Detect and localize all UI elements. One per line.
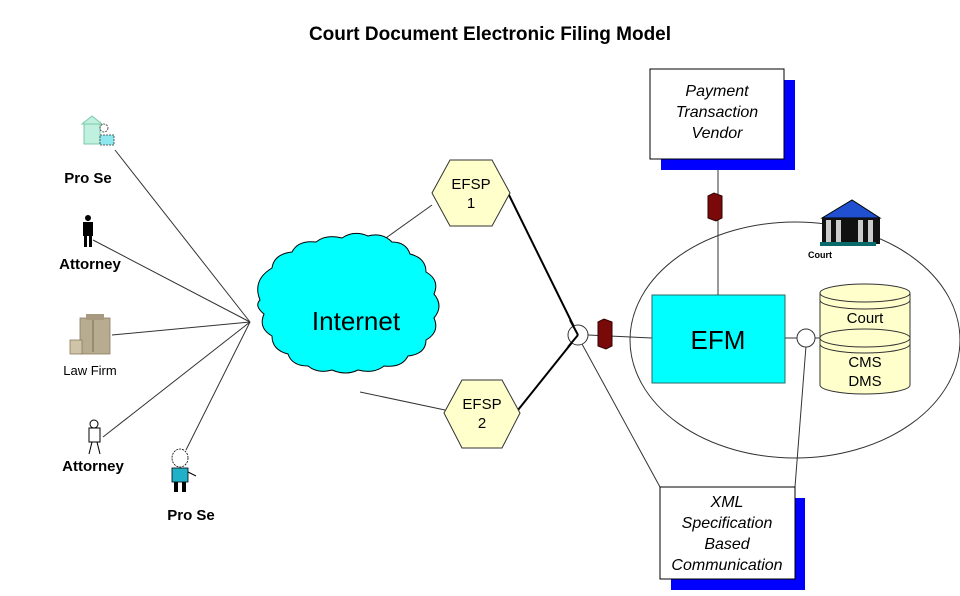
actor-label: Pro Se (167, 507, 215, 524)
icon-part (84, 236, 87, 247)
efm-rect (651, 294, 786, 384)
actor-attorney-1: Attorney (59, 215, 121, 273)
connector-attorney-1 (92, 239, 251, 323)
connector-junction-xml (581, 343, 661, 488)
icon-part (171, 448, 189, 468)
firewall-shape (707, 192, 723, 222)
office-building-icon (69, 314, 111, 355)
internet-cloud: Internet (257, 232, 440, 374)
icon-part (182, 482, 186, 492)
attorney-outline-icon (88, 419, 101, 455)
icon-part (80, 115, 104, 125)
icon-part (89, 419, 99, 429)
payment-vendor-line2: Transaction (676, 104, 759, 121)
connector-pro-se-2 (185, 321, 251, 451)
database-divider (819, 328, 911, 348)
connector-efsp1-junction (507, 192, 579, 336)
xml-box-line1: XML (710, 494, 744, 511)
actor-label: Attorney (62, 458, 124, 475)
database-junction-node (796, 328, 816, 348)
efsp-1-label-line1: EFSP (451, 176, 490, 193)
courthouse-column (868, 220, 873, 242)
icon-part (187, 471, 197, 477)
payment-vendor-line1: Payment (685, 83, 749, 100)
actor-pro-se-1: Pro Se (64, 115, 115, 187)
database-ring (819, 343, 911, 354)
xml-communication-box: XML Specification Based Communication (659, 486, 805, 590)
courthouse-icon (820, 199, 882, 246)
court-database: Court CMS DMS (819, 283, 911, 395)
icon-part (69, 339, 83, 355)
icon-part (85, 215, 91, 221)
icon-part (171, 467, 189, 483)
actor-pro-se-2: Pro Se (167, 448, 215, 524)
actor-label: Attorney (59, 256, 121, 273)
efsp-2-hexagon (443, 379, 521, 449)
payment-vendor-line3: Vendor (692, 125, 744, 142)
connector-internet-efsp2 (359, 391, 446, 411)
icon-part (88, 427, 101, 443)
icon-part (99, 123, 109, 133)
xml-box-line3: Based (704, 536, 750, 553)
connector-law-firm (111, 321, 251, 336)
icon-part (96, 441, 101, 455)
courthouse-column (858, 220, 863, 242)
firewall-icon (707, 192, 723, 222)
database-label-dms: DMS (848, 373, 881, 390)
cloud-shape (257, 232, 440, 374)
connector-pro-se-1 (114, 149, 251, 323)
pro-se-person-icon (80, 115, 115, 146)
internet-label: Internet (312, 306, 401, 336)
firewall-shape (597, 318, 613, 350)
connector-efsp2-junction (517, 334, 579, 411)
courthouse-column (826, 220, 831, 242)
xml-box-line2: Specification (682, 515, 773, 532)
efsp-1-hexagon (431, 159, 511, 227)
efm-box: EFM (651, 294, 786, 384)
payment-vendor-rect (649, 68, 785, 160)
pro-se-person-icon (171, 448, 197, 492)
database-label-court: Court (847, 310, 885, 327)
efsp-1-label-line2: 1 (467, 195, 475, 212)
actor-connectors (92, 149, 251, 451)
efsp-2-label-line1: EFSP (462, 396, 501, 413)
court-label: Court (808, 250, 832, 260)
database-ring (819, 299, 911, 310)
courthouse-roof (820, 199, 882, 219)
icon-part (88, 441, 93, 455)
icon-part (83, 222, 93, 236)
icon-part (174, 482, 178, 492)
database-top (819, 283, 911, 303)
xml-box-rect (659, 486, 796, 580)
junction-spoke (567, 334, 579, 348)
icon-part (79, 317, 111, 355)
actor-label: Pro Se (64, 170, 112, 187)
actor-law-firm: Law Firm (63, 314, 117, 378)
attorney-silhouette-icon (83, 215, 93, 247)
diagram-title: Court Document Electronic Filing Model (309, 24, 671, 45)
database-label-cms: CMS (848, 354, 881, 371)
actor-attorney-2: Attorney (62, 419, 124, 475)
icon-part (86, 314, 104, 320)
icon-part (99, 134, 115, 146)
courthouse-base (820, 242, 876, 246)
efsp-2: EFSP 2 (443, 379, 521, 449)
actor-label: Law Firm (63, 363, 116, 378)
icon-part (83, 121, 101, 145)
efsp-1: EFSP 1 (431, 159, 511, 227)
connector-attorney-2 (102, 321, 251, 438)
xml-box-line4: Communication (671, 557, 782, 574)
efsp-2-label-line2: 2 (478, 415, 486, 432)
icon-part (89, 236, 92, 247)
junction-spoke (569, 319, 579, 336)
connector-db-xml (794, 345, 807, 488)
firewall-icon (597, 318, 613, 350)
court-boundary-ellipse (629, 221, 960, 459)
efm-label: EFM (691, 325, 746, 355)
payment-vendor-box: Payment Transaction Vendor (649, 68, 795, 170)
courthouse-column (836, 220, 841, 242)
